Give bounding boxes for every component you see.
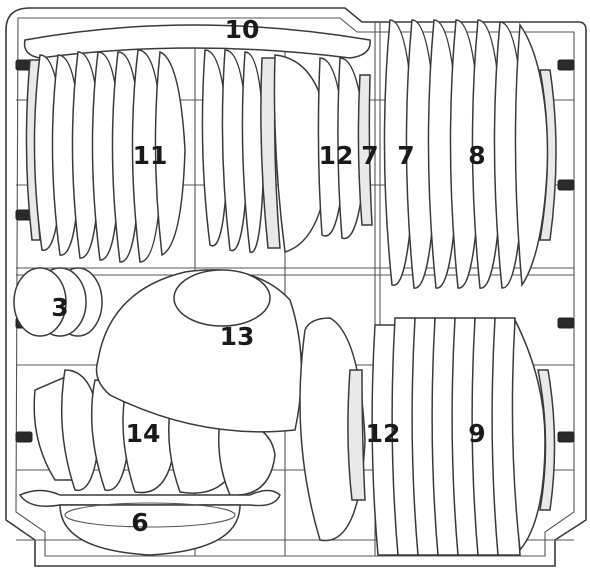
callout-3: 3 (51, 293, 68, 322)
platter-10 (23, 24, 371, 59)
callout-11: 11 (133, 141, 168, 170)
pot-6 (18, 489, 281, 556)
callout-10: 10 (225, 15, 260, 44)
cups-3 (13, 267, 103, 337)
callout-labels: 10 11 12 7 7 8 3 13 14 12 9 6 (51, 15, 485, 537)
small-plates-11 (25, 49, 186, 263)
callout-14: 14 (126, 419, 161, 448)
callout-8: 8 (468, 141, 485, 170)
callout-7-right: 7 (397, 141, 414, 170)
callout-13: 13 (220, 322, 255, 351)
callout-12-bottom: 12 (366, 419, 401, 448)
serving-bowl-12 (299, 317, 366, 542)
callout-6: 6 (131, 508, 148, 537)
large-bowl-13 (95, 269, 303, 433)
callout-7-left: 7 (361, 141, 378, 170)
soup-plates-9 (371, 317, 556, 556)
callout-9: 9 (468, 419, 485, 448)
callout-12-top: 12 (319, 141, 354, 170)
dinner-plates-8 (383, 19, 557, 289)
middle-plates (201, 49, 373, 253)
